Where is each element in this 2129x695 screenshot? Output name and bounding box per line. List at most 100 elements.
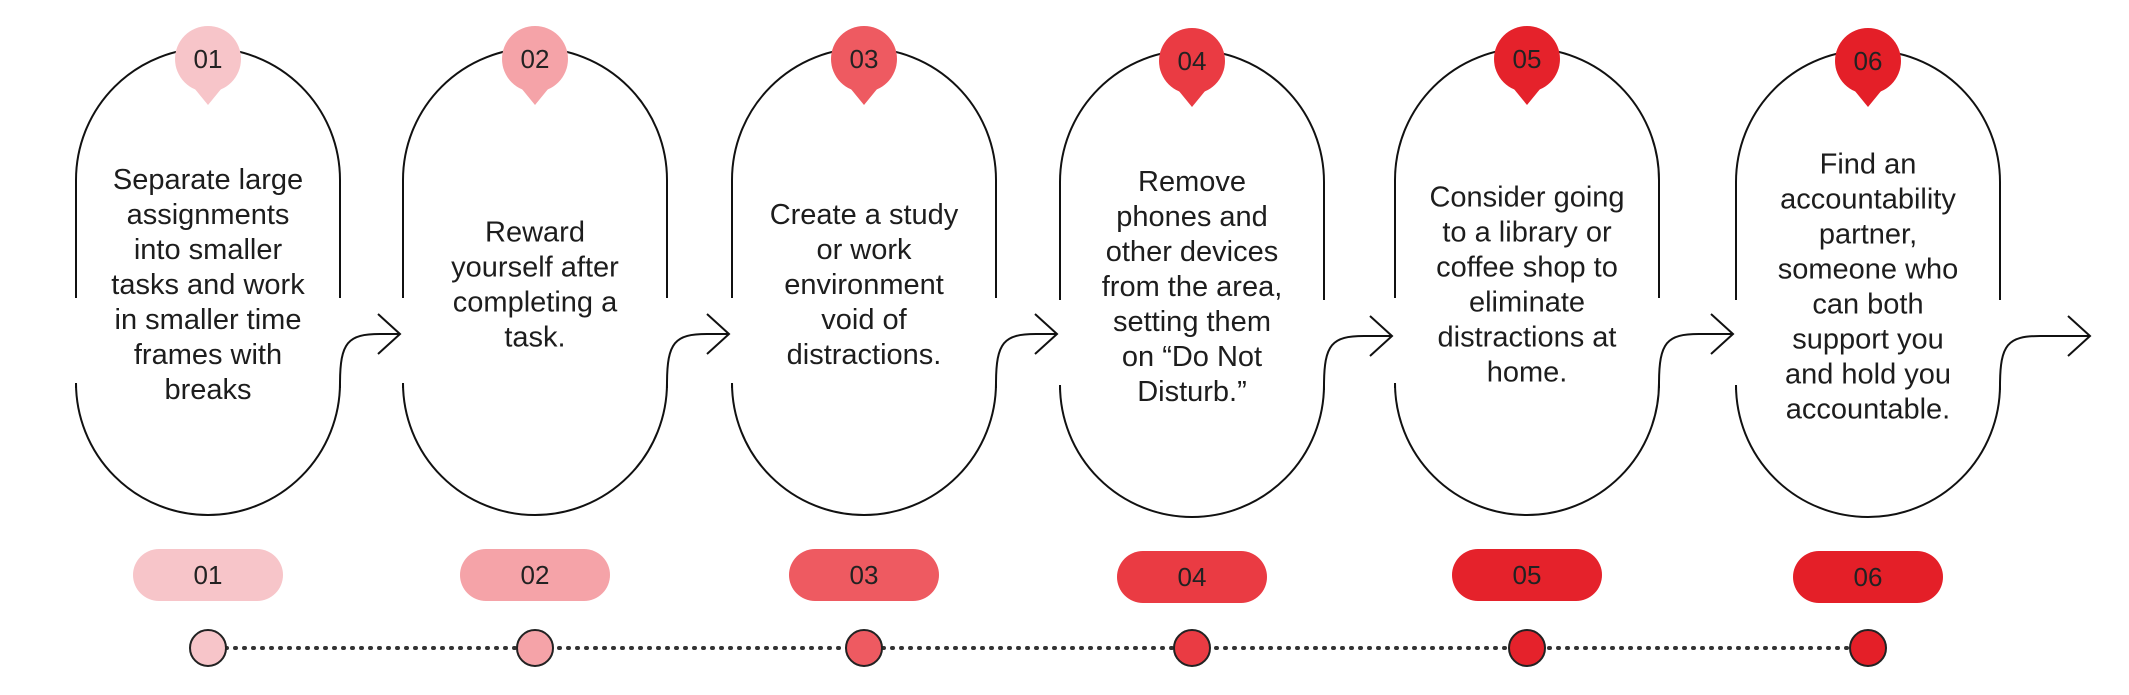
step-pin-number: 01 — [194, 44, 223, 74]
connector-arrow — [1323, 335, 1392, 387]
step-pill-bg — [460, 549, 610, 601]
step-description-line: in smaller time — [115, 304, 302, 336]
step-description-line: frames with — [134, 339, 282, 371]
step-pill: 02 — [460, 549, 610, 601]
step-pill-bg — [1452, 549, 1602, 601]
timeline-node — [516, 629, 554, 667]
step-marker-pin: 06 — [1835, 28, 1901, 107]
step-pill-bg — [1117, 551, 1267, 603]
step-description-line: distractions at — [1438, 322, 1617, 354]
step-description-line: eliminate — [1469, 287, 1585, 319]
timeline-node — [845, 629, 883, 667]
step-description-line: from the area, — [1102, 271, 1283, 303]
step-pin-number: 04 — [1178, 46, 1207, 76]
pin-tail — [846, 83, 882, 105]
connector-arrow — [1999, 335, 2090, 387]
step-description-line: Create a study — [770, 199, 959, 231]
step-description-line: can both — [1812, 289, 1923, 321]
step-description-line: Remove — [1138, 166, 1246, 198]
step-pill: 04 — [1117, 551, 1267, 603]
step-description-line: tasks and work — [111, 269, 305, 301]
connector-arrow — [1658, 333, 1733, 385]
step-description-line: Disturb.” — [1137, 376, 1247, 408]
step-description-line: task. — [504, 322, 565, 354]
step-marker-pin: 02 — [502, 26, 568, 105]
step-description-line: setting them — [1113, 306, 1271, 338]
step-description-line: support you — [1792, 324, 1944, 356]
pin-circle — [831, 26, 897, 92]
step-pill: 03 — [789, 549, 939, 601]
timeline-node — [189, 629, 227, 667]
step-pill-number: 04 — [1178, 562, 1207, 592]
step-pill: 06 — [1793, 551, 1943, 603]
step-description-line: accountable. — [1786, 394, 1950, 426]
pin-tail — [1174, 85, 1210, 107]
step-description-line: void of — [821, 304, 907, 336]
step-pill: 05 — [1452, 549, 1602, 601]
step-pill-bg — [133, 549, 283, 601]
step-pin-number: 03 — [850, 44, 879, 74]
step-pin-number: 02 — [521, 44, 550, 74]
pin-circle — [1494, 26, 1560, 92]
step-marker-pin: 04 — [1159, 28, 1225, 107]
step-pill: 01 — [133, 549, 283, 601]
step-marker-pin: 03 — [831, 26, 897, 105]
step-description-line: other devices — [1106, 236, 1279, 268]
step-pill-bg — [789, 549, 939, 601]
arrow-head-icon — [377, 313, 402, 355]
pin-tail — [517, 83, 553, 105]
step-description-line: phones and — [1116, 201, 1268, 233]
arrow-head-icon — [706, 313, 731, 355]
step-description-line: completing a — [453, 287, 618, 319]
step-pill-number: 06 — [1854, 562, 1883, 592]
step-marker-pin: 01 — [175, 26, 241, 105]
step-description-line: breaks — [164, 374, 251, 406]
step-description-line: distractions. — [787, 339, 942, 371]
pin-circle — [1835, 28, 1901, 94]
step-marker-pin: 05 — [1494, 26, 1560, 105]
pin-tail — [1509, 83, 1545, 105]
timeline-layer — [189, 629, 1887, 667]
step-pill-bg — [1793, 551, 1943, 603]
step-pill-number: 03 — [850, 560, 879, 590]
step-pin-number: 05 — [1513, 44, 1542, 74]
step-description-line: or work — [816, 234, 912, 266]
step-pill-number: 05 — [1513, 560, 1542, 590]
step-description-line: to a library or — [1442, 217, 1612, 249]
connectors-layer — [339, 313, 2092, 387]
step-description-line: on “Do Not — [1122, 341, 1262, 373]
step-description-line: environment — [784, 269, 944, 301]
timeline-node — [1173, 629, 1211, 667]
arrow-head-icon — [1034, 313, 1059, 355]
pin-circle — [502, 26, 568, 92]
step-description-line: partner, — [1819, 219, 1917, 251]
connector-arrow — [995, 333, 1057, 385]
step-description-line: into smaller — [134, 234, 283, 266]
step-pill-number: 01 — [194, 560, 223, 590]
step-description-line: someone who — [1778, 254, 1959, 286]
pin-tail — [190, 83, 226, 105]
step-description-line: home. — [1487, 357, 1568, 389]
step-description-line: coffee shop to — [1436, 252, 1618, 284]
connector-arrow — [339, 333, 400, 385]
arrow-head-icon — [1369, 315, 1394, 357]
pin-circle — [175, 26, 241, 92]
step-description-line: assignments — [127, 199, 290, 231]
timeline-node — [1508, 629, 1546, 667]
connector-arrow — [666, 333, 729, 385]
step-description-line: yourself after — [451, 252, 619, 284]
step-description-line: Find an — [1820, 149, 1917, 181]
step-description-line: accountability — [1780, 184, 1956, 216]
